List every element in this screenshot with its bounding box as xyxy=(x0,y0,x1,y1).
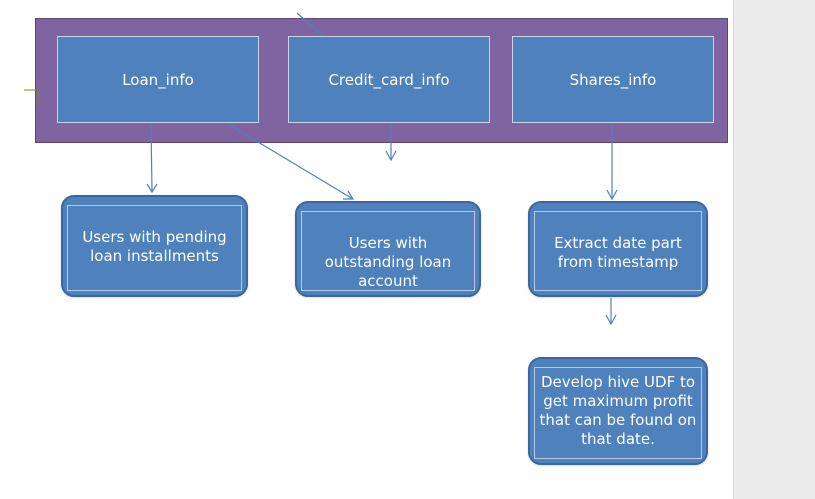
task-pending-installments[interactable]: Users with pending loan installments xyxy=(61,195,248,297)
source-credit-card-info-label: Credit_card_info xyxy=(328,70,450,89)
task-hive-udf-label: Develop hive UDF to get maximum profit t… xyxy=(539,373,697,448)
source-loan-info[interactable]: Loan_info xyxy=(57,36,259,123)
source-shares-info-label: Shares_info xyxy=(569,70,657,89)
task-pending-installments-inner: Users with pending loan installments xyxy=(67,205,242,291)
source-credit-card-info[interactable]: Credit_card_info xyxy=(288,36,490,123)
source-shares-info[interactable]: Shares_info xyxy=(512,36,714,123)
task-outstanding-account-inner: Users with outstanding loan account xyxy=(301,211,475,291)
edge-loan-to-outstanding xyxy=(227,123,354,200)
source-loan-info-label: Loan_info xyxy=(122,70,194,89)
diagram-canvas: Loan_info Credit_card_info Shares_info U… xyxy=(24,12,728,465)
task-hive-udf-inner: Develop hive UDF to get maximum profit t… xyxy=(534,367,702,459)
arrowhead-credit-down xyxy=(385,150,397,162)
task-hive-udf[interactable]: Develop hive UDF to get maximum profit t… xyxy=(528,357,708,465)
task-extract-date-label: Extract date part from timestamp xyxy=(554,234,682,271)
task-pending-installments-label: Users with pending loan installments xyxy=(82,228,227,265)
task-outstanding-account[interactable]: Users with outstanding loan account xyxy=(295,201,481,297)
arrowhead-loan-to-pending xyxy=(146,183,158,194)
task-outstanding-account-label: Users with outstanding loan account xyxy=(324,234,452,290)
connector-layer xyxy=(24,12,618,326)
left-bracket-marker xyxy=(24,89,39,106)
right-side-panel xyxy=(733,0,815,499)
task-extract-date[interactable]: Extract date part from timestamp xyxy=(528,201,708,297)
task-extract-date-inner: Extract date part from timestamp xyxy=(534,211,702,291)
edge-loan-to-pending xyxy=(150,123,153,193)
arrowhead-shares-to-extract xyxy=(606,189,618,201)
arrowhead-loan-to-outstanding xyxy=(343,190,355,200)
stray-line xyxy=(296,12,323,36)
arrowhead-extract-down xyxy=(605,314,617,326)
